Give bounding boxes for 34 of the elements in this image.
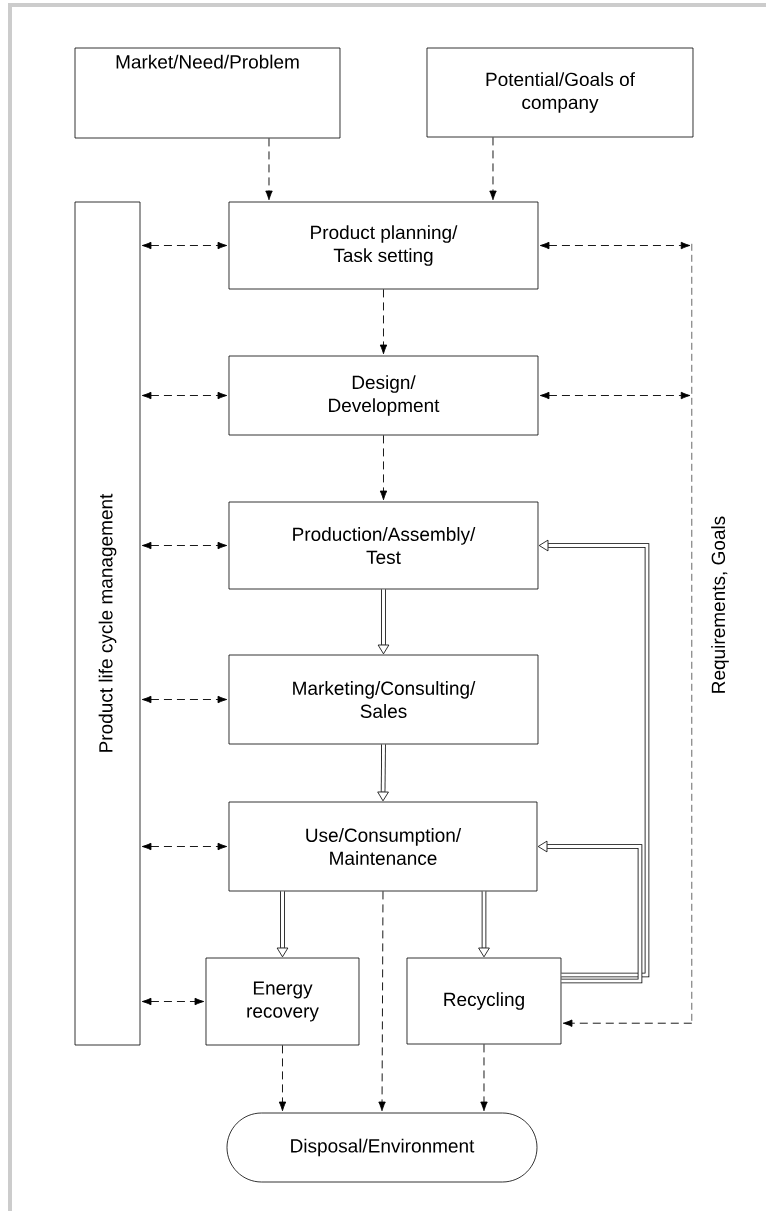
arrow — [378, 890, 386, 1112]
vertical-label: Requirements, Goals — [711, 516, 729, 693]
arrow — [141, 241, 228, 250]
process-box: Recycling — [406, 957, 562, 1045]
arrow — [379, 434, 388, 501]
arrow — [276, 891, 289, 958]
process-box: Market/Need/Problem — [74, 47, 341, 139]
arrow — [141, 541, 228, 550]
arrow — [141, 695, 228, 704]
arrow — [141, 391, 228, 400]
process-box: Energy recovery — [205, 957, 360, 1046]
arrow — [489, 136, 497, 201]
vertical-bar-box: Product life cycle management — [74, 201, 141, 1046]
arrow — [141, 842, 228, 851]
terminal-box: Disposal/Environment — [226, 1112, 538, 1183]
process-box: Use/Consumption/ Maintenance — [228, 801, 538, 892]
process-box: Marketing/Consulting/ Sales — [228, 654, 539, 745]
arrow — [562, 1019, 693, 1027]
arrow — [478, 891, 490, 958]
arrow — [480, 1043, 488, 1112]
arrow — [265, 137, 273, 201]
process-box: Design/ Development — [228, 355, 539, 436]
arrow — [538, 539, 650, 978]
process-box: Production/Assembly/ Test — [228, 501, 539, 590]
process-box: Product planning/ Task setting — [228, 201, 539, 290]
arrow — [377, 589, 390, 655]
arrow — [539, 241, 691, 250]
arrow — [539, 391, 691, 400]
arrow — [141, 997, 205, 1006]
arrow — [379, 288, 388, 355]
arrow — [278, 1044, 287, 1112]
arrow — [377, 744, 389, 802]
process-box: Potential/Goals of company — [426, 47, 694, 138]
arrow — [537, 840, 643, 984]
